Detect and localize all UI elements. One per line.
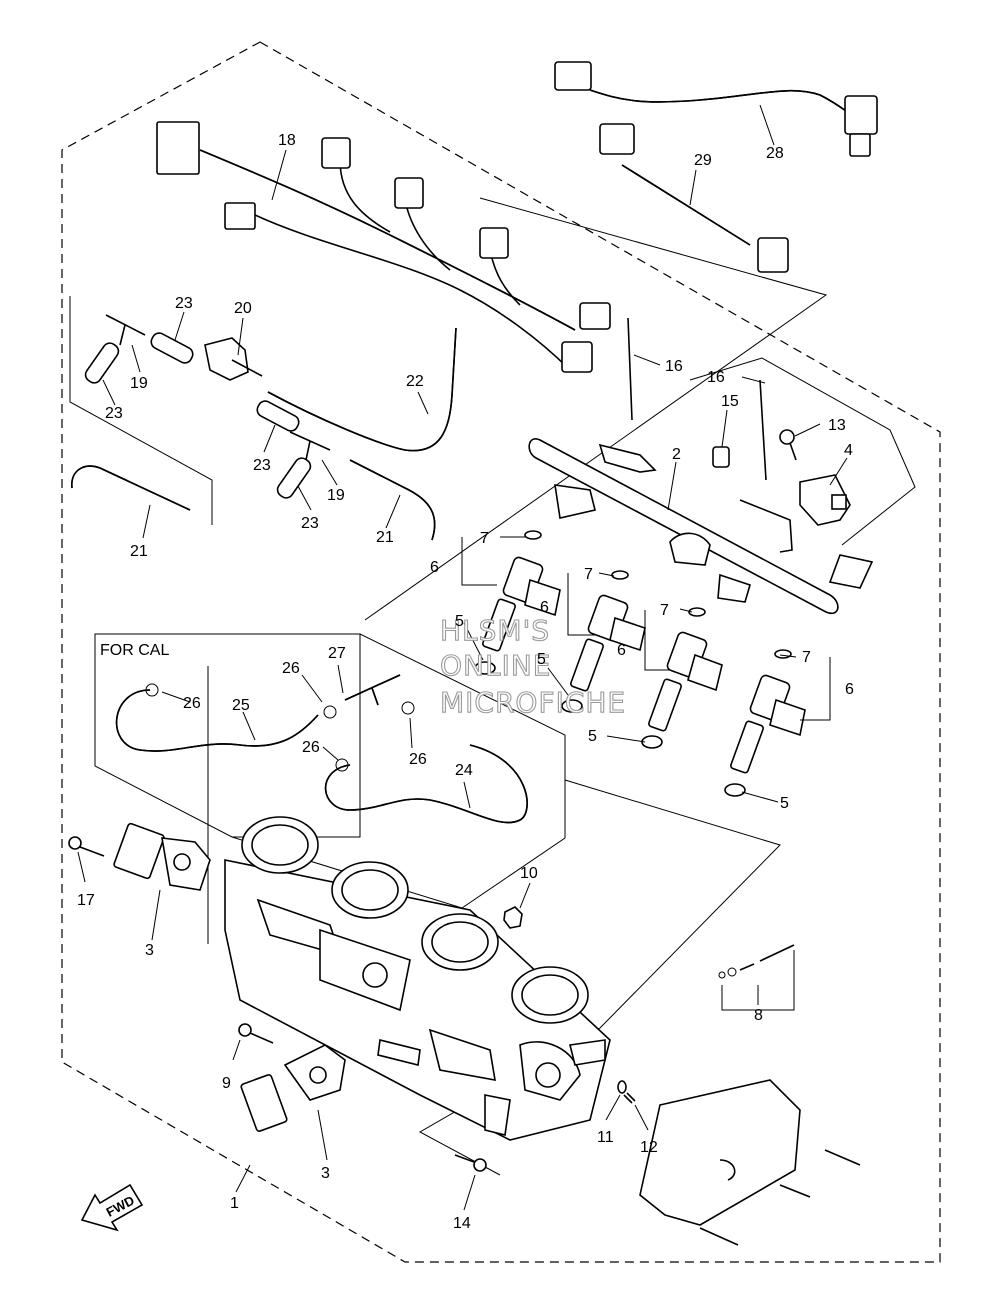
callout-29: 29	[694, 152, 712, 169]
callout-23b: 23	[105, 405, 123, 422]
callout-23c: 23	[253, 457, 271, 474]
nut-10	[503, 906, 523, 929]
t-joints-19	[105, 314, 331, 461]
callout-6c: 6	[617, 642, 626, 659]
joint-27	[344, 674, 401, 706]
callout-12: 12	[640, 1139, 658, 1156]
injector-6d	[724, 649, 806, 797]
tps-sensor-3a	[113, 822, 211, 891]
callout-8: 8	[754, 1007, 763, 1024]
callout-labels: 18 28 29 23 20 19 23 22 23 19 23 21 21 1…	[77, 132, 854, 1232]
injector-6a	[474, 530, 561, 675]
hose-21-center	[349, 459, 436, 541]
screw-14	[454, 1154, 487, 1172]
callout-19b: 19	[327, 487, 345, 504]
adjust-screw-8	[718, 944, 795, 979]
washer-11	[617, 1080, 627, 1094]
callout-9: 9	[222, 1075, 231, 1092]
assembly-boundary	[61, 41, 941, 1263]
screw-9	[238, 1023, 274, 1044]
joint-20	[204, 337, 263, 381]
callout-6d: 6	[845, 681, 854, 698]
clips-26	[145, 683, 415, 772]
callout-26b: 26	[183, 695, 201, 712]
hose-group-boundary	[69, 296, 213, 525]
callout-16b: 16	[707, 369, 725, 386]
callout-26a: 26	[282, 660, 300, 677]
callout-16a: 16	[665, 358, 683, 375]
short-hoses-23	[84, 332, 312, 499]
tps-sensor-3b	[240, 1044, 346, 1132]
for-cal-label: FOR CAL	[100, 642, 169, 659]
callout-3b: 3	[321, 1165, 330, 1182]
wire-harness-18	[156, 121, 611, 373]
callout-24: 24	[455, 762, 473, 779]
spring-12	[623, 1092, 636, 1104]
cable-ties-16	[627, 317, 767, 481]
callout-11: 11	[597, 1129, 614, 1146]
callout-7b: 7	[584, 566, 593, 583]
callout-22: 22	[406, 373, 424, 390]
callout-5b: 5	[537, 651, 546, 668]
cover-bracket	[639, 1079, 861, 1246]
screw-17	[68, 836, 105, 857]
callout-5c: 5	[588, 728, 597, 745]
callout-7a: 7	[480, 530, 489, 547]
throttle-group-boundary	[418, 779, 781, 1176]
bolt-15	[712, 446, 730, 468]
leader-lines	[77, 104, 848, 1211]
callout-5a: 5	[455, 613, 464, 630]
throttle-body-1	[224, 816, 611, 1141]
harness-group-boundary	[364, 197, 828, 621]
callout-18: 18	[278, 132, 296, 149]
callout-21b: 21	[130, 543, 148, 560]
callout-14: 14	[453, 1215, 471, 1232]
callout-23a: 23	[175, 295, 193, 312]
fuel-hose-29	[599, 123, 789, 273]
callout-28: 28	[766, 145, 784, 162]
callout-26c: 26	[302, 739, 320, 756]
callout-23d: 23	[301, 515, 319, 532]
callout-4: 4	[844, 442, 853, 459]
callout-1: 1	[230, 1195, 239, 1212]
hose-21-left	[71, 465, 191, 511]
watermark-line-1: HLSM'S	[440, 614, 550, 647]
callout-21a: 21	[376, 529, 394, 546]
hose-25	[115, 689, 319, 752]
callout-2: 2	[672, 446, 681, 463]
for-cal-boundary	[94, 633, 361, 838]
sensor-group-boundary	[689, 357, 916, 546]
callout-17: 17	[77, 892, 95, 909]
fwd-arrow-icon: FWD	[80, 1183, 144, 1232]
sensor-4	[799, 474, 851, 526]
fuel-rail-2	[528, 438, 874, 615]
callout-7d: 7	[802, 649, 811, 666]
callout-13: 13	[828, 417, 846, 434]
callout-19a: 19	[130, 375, 148, 392]
screw-13	[779, 429, 797, 461]
callout-25: 25	[232, 697, 250, 714]
injector-6b	[561, 570, 646, 713]
callout-26d: 26	[409, 751, 427, 768]
callout-6b: 6	[540, 599, 549, 616]
callout-10: 10	[520, 865, 538, 882]
callout-15: 15	[721, 393, 739, 410]
callout-20: 20	[234, 300, 252, 317]
callout-7c: 7	[660, 602, 669, 619]
hose-22	[267, 327, 457, 452]
callout-3a: 3	[145, 942, 154, 959]
watermark: HLSM'S ONLINE MICROFICHE	[439, 613, 626, 719]
callout-5d: 5	[780, 795, 789, 812]
hose-24	[324, 744, 528, 824]
fuel-hose-28	[554, 61, 878, 157]
watermark-line-2: ONLINE	[440, 649, 551, 682]
watermark-line-3: MICROFICHE	[440, 686, 626, 719]
injector-6c	[641, 607, 723, 749]
callout-27: 27	[328, 645, 346, 662]
callout-6a: 6	[430, 559, 439, 576]
